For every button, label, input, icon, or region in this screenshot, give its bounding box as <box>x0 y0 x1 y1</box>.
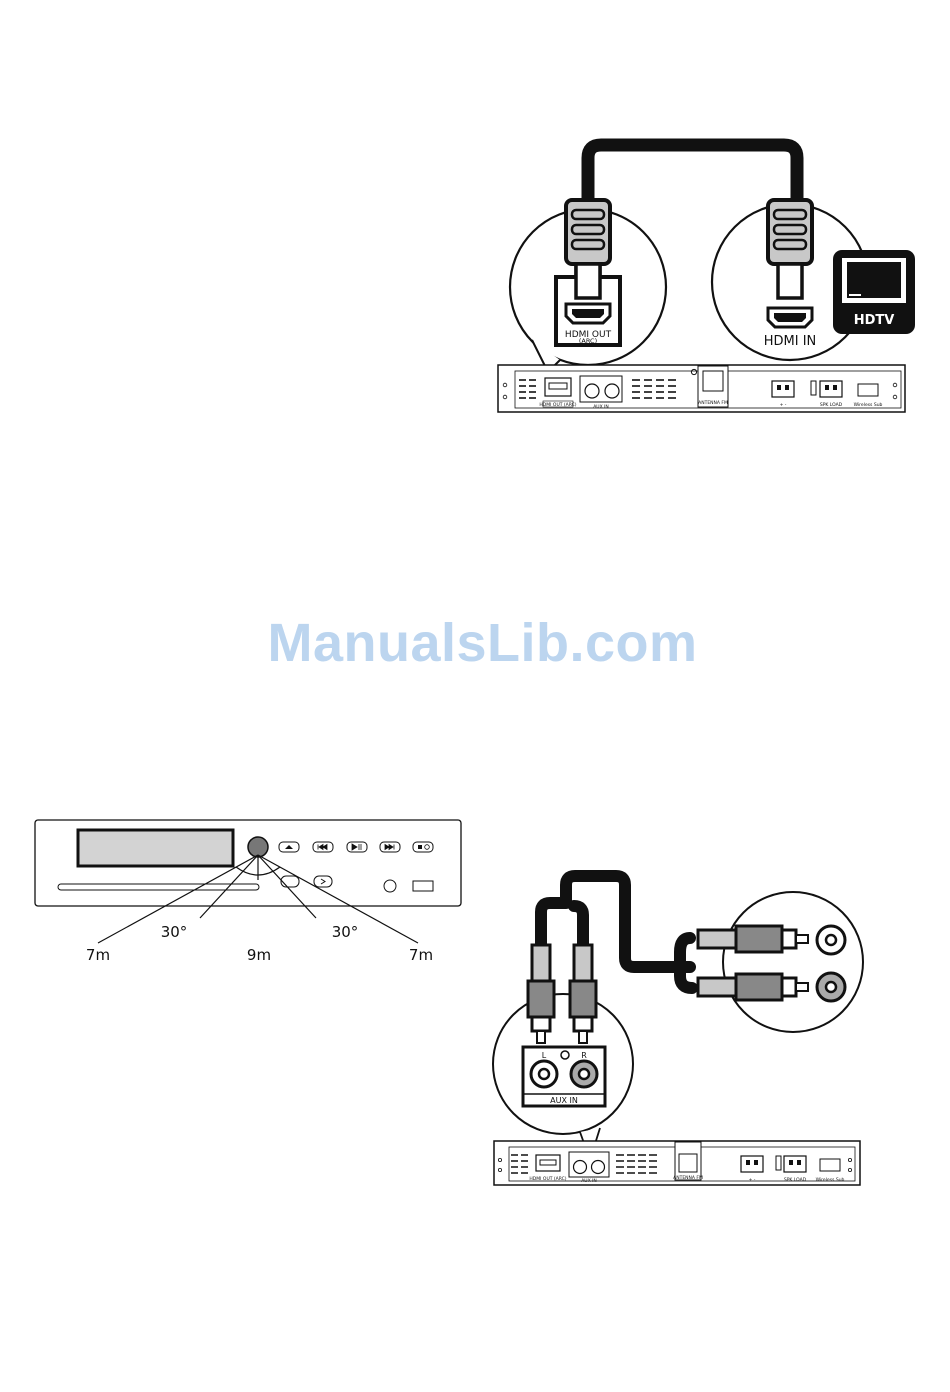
rear-bottom-spk-label: SPK LOAD <box>784 1177 807 1183</box>
rear-bottom-aux-label: AUX IN <box>581 1178 597 1184</box>
distance-center-label: 9m <box>247 946 271 964</box>
aux-in-port: L R AUX IN <box>523 1047 605 1106</box>
ir-sensor <box>248 837 268 857</box>
usb-port <box>413 881 433 891</box>
rear-spk-load-label: SPK LOAD <box>820 402 843 408</box>
distance-left-label: 7m <box>86 946 110 964</box>
hdtv-icon: HDTV <box>833 250 915 334</box>
hdmi-cable <box>588 145 797 200</box>
rear-aux-in-label: AUX IN <box>593 404 609 410</box>
rca-plug-left-r <box>570 945 596 1043</box>
stop-power-button <box>413 842 433 852</box>
hdtv-label: HDTV <box>854 313 895 328</box>
remote-range-diagram: 30° 30° 7m 9m 7m <box>35 820 461 964</box>
rca-plug-left-l <box>528 945 554 1043</box>
audio-in-jack <box>384 880 396 892</box>
rear-bottom-hdmi-label: HDMI OUT (ARC) <box>529 1176 566 1182</box>
rear-speaker-label: + - <box>780 402 787 408</box>
aux-in-label: AUX IN <box>550 1096 578 1105</box>
rear-panel-bottom: HDMI OUT (ARC) AUX IN ANTENNA FM + - SPK… <box>494 1141 860 1185</box>
hdmi-connection-diagram: HDMI OUT (ARC) HDMI IN HDTV <box>498 145 915 412</box>
rear-antenna-label: ANTENNA FM <box>698 400 728 406</box>
rear-hdmi-out-label: HDMI OUT (ARC) <box>539 402 576 408</box>
distance-right-label: 7m <box>409 946 433 964</box>
aux-connection-diagram: L R AUX IN <box>493 876 863 1185</box>
watermark: ManualsLib.com <box>0 612 950 674</box>
angle-right-label: 30° <box>332 923 359 941</box>
rear-bottom-speaker-label: + - <box>749 1177 756 1183</box>
rca-cable <box>541 876 692 988</box>
mode-button <box>314 876 332 887</box>
aux-right-label: R <box>581 1051 587 1060</box>
hdmi-out-sub-label: (ARC) <box>579 337 597 345</box>
display-window <box>78 830 233 866</box>
hdmi-in-label: HDMI IN <box>764 334 817 349</box>
rear-bottom-wireless-label: Wireless Sub <box>816 1177 845 1183</box>
zoom-circle-audio-out <box>723 892 863 1032</box>
rear-wireless-label: Wireless Sub <box>854 402 883 408</box>
source-button <box>281 876 299 887</box>
aux-left-label: L <box>542 1051 547 1060</box>
rear-bottom-antenna-label: ANTENNA FM <box>673 1175 703 1181</box>
hdmi-out-port: HDMI OUT (ARC) <box>556 264 620 345</box>
rca-plug-right-bottom <box>698 974 808 1000</box>
rca-plug-right-top <box>698 926 808 952</box>
rear-panel-top: HDMI OUT (ARC) AUX IN ANTENNA FM + - SPK… <box>498 365 905 412</box>
angle-left-label: 30° <box>161 923 188 941</box>
